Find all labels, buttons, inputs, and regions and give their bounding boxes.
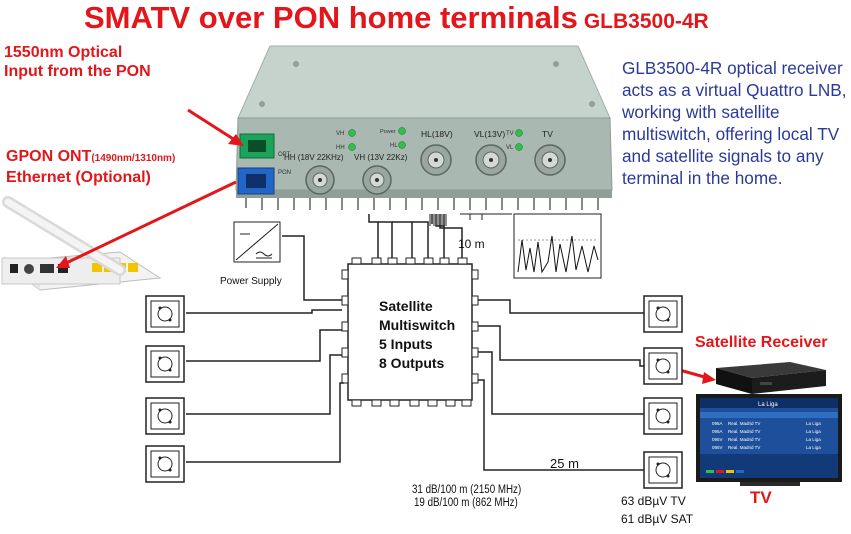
level-sat: 61 dBµV SAT bbox=[621, 512, 694, 526]
gpon-label: GPON ONT(1490nm/1310nm) Ethernet (Option… bbox=[6, 147, 175, 187]
optical-input-line2: Input from the PON bbox=[4, 63, 151, 80]
wall-outlet bbox=[145, 295, 185, 333]
led-label-power: Power bbox=[380, 129, 396, 135]
tv-label: TV bbox=[750, 488, 772, 507]
port-label-opt: OPT bbox=[278, 152, 291, 158]
multiswitch-line2: Multiswitch bbox=[379, 317, 456, 333]
wall-outlet bbox=[643, 295, 683, 333]
cable-10m-arrow bbox=[460, 213, 512, 220]
gpon-wavelengths: (1490nm/1310nm) bbox=[91, 153, 176, 164]
cable-ticks bbox=[429, 214, 447, 226]
satellite-receiver-label: Satellite Receiver bbox=[695, 334, 828, 351]
cable-power bbox=[282, 235, 348, 301]
port-label-pon: PON bbox=[278, 170, 291, 176]
led-label-vh: VH bbox=[336, 131, 344, 137]
multiswitch-line3: 5 Inputs bbox=[379, 336, 433, 352]
wall-outlet bbox=[145, 445, 185, 483]
cable-length-short: 10 m bbox=[458, 237, 485, 251]
cables-device-to-switch bbox=[368, 214, 463, 264]
tv-row-channel: 095A bbox=[712, 421, 723, 426]
multiswitch-label: Satellite Multiswitch 5 Inputs 8 Outputs bbox=[379, 297, 455, 373]
multiswitch-box bbox=[341, 257, 479, 407]
f-connector-tv bbox=[534, 144, 566, 176]
output-label-vh: VH (13V 22Kz) bbox=[354, 153, 408, 162]
multiswitch-line4: 8 Outputs bbox=[379, 355, 445, 371]
wall-outlet bbox=[643, 347, 683, 385]
tv-row-right: La Liga bbox=[806, 437, 821, 442]
cables-left-outputs bbox=[186, 309, 344, 463]
tv-row-name: Real. Madrid TV bbox=[728, 437, 760, 442]
tv-screen bbox=[696, 394, 842, 486]
optical-input-label: 1550nm Optical Input from the PON bbox=[4, 43, 151, 81]
tv-row-channel: 095A bbox=[712, 429, 723, 434]
led-label-hh: HH bbox=[336, 145, 345, 151]
tv-row-right: La Liga bbox=[806, 429, 821, 434]
f-connector-vl bbox=[475, 144, 507, 176]
f-connector-hl bbox=[420, 144, 452, 176]
wall-outlet bbox=[145, 397, 185, 435]
led-label-hl: HL bbox=[390, 143, 398, 149]
title-model: GLB3500-4R bbox=[583, 10, 709, 33]
f-connector-hh bbox=[305, 165, 335, 195]
cables-right-outputs bbox=[478, 299, 644, 471]
description-text: GLB3500-4R optical receiver acts as a vi… bbox=[622, 58, 847, 188]
optical-input-line1: 1550nm Optical bbox=[4, 44, 123, 61]
gpon-label-main: GPON ONT bbox=[6, 148, 92, 165]
tv-row-right: La Liga bbox=[806, 421, 821, 426]
led-label-tv: TV bbox=[506, 131, 514, 137]
title-main: SMATV over PON home terminals bbox=[84, 0, 578, 35]
tv-row-channel: 095V bbox=[712, 445, 723, 450]
level-tv: 63 dBµV TV bbox=[621, 494, 686, 508]
power-supply-label: Power Supply bbox=[220, 276, 282, 287]
tv-row-name: Real. Madrid TV bbox=[728, 421, 760, 426]
led-label-vl: VL bbox=[506, 145, 514, 151]
output-label-hl: HL(18V) bbox=[421, 129, 453, 139]
cable-length-long: 25 m bbox=[550, 456, 579, 471]
tv-row-name: Real. Madrid TV bbox=[728, 429, 760, 434]
gpon-ont-router bbox=[0, 196, 162, 291]
tv-row-right: La Liga bbox=[806, 445, 821, 450]
attenuation-line1: 31 dB/100 m (2150 MHz) bbox=[412, 484, 522, 496]
multiswitch-line1: Satellite bbox=[379, 298, 433, 314]
output-label-vl: VL(13V) bbox=[474, 129, 505, 139]
satellite-receiver-box bbox=[716, 362, 826, 394]
output-label-tv: TV bbox=[542, 129, 553, 139]
status-leds bbox=[348, 127, 523, 151]
tv-row-channel: 095V bbox=[712, 437, 723, 442]
gpon-label-line2: Ethernet (Optional) bbox=[6, 169, 151, 186]
wall-outlet bbox=[145, 345, 185, 383]
red-arrow-gpon bbox=[56, 180, 237, 268]
power-supply-icon bbox=[233, 221, 281, 263]
spectrum-box bbox=[513, 213, 602, 279]
f-connector-vh bbox=[362, 165, 392, 195]
attenuation-line2: 19 dB/100 m (862 MHz) bbox=[414, 497, 518, 509]
tv-screen-title: La Liga bbox=[758, 402, 778, 408]
red-arrow-optical bbox=[187, 108, 244, 146]
wall-outlet bbox=[643, 397, 683, 435]
output-label-hh: HH (18V 22KHz) bbox=[284, 153, 344, 162]
wall-outlet bbox=[643, 451, 683, 489]
tv-row-name: Real. Madrid TV bbox=[728, 445, 760, 450]
optical-receiver-device bbox=[235, 45, 613, 210]
